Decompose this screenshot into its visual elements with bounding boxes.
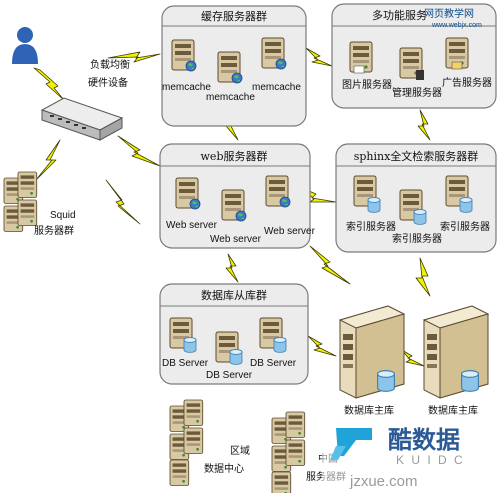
db-master-server-1: [339, 305, 405, 399]
db-master-label-1: 数据库主库: [344, 404, 394, 417]
db-slave-node-3: DB Server: [250, 358, 297, 369]
load-balancer-label-1: 负载均衡: [90, 58, 130, 71]
svg-text:www.webjx.com: www.webjx.com: [431, 22, 482, 29]
multi-function-server-group: 多功能服务 图片服务器 管理服务器 广告服务器: [331, 3, 497, 109]
squid-label-2: 服务器群: [34, 224, 74, 237]
brand-logo-icon: [330, 428, 372, 460]
user-icon: [12, 27, 38, 64]
region-label-1: 区域: [230, 444, 250, 457]
link-lb-web: [117, 135, 161, 167]
link-lb-squid: [35, 139, 61, 181]
web-node-3: Web server: [264, 226, 316, 237]
link-web-dbslave: [225, 253, 239, 283]
sphinx-node-3: 索引服务器: [440, 220, 490, 233]
db-master-server-2: [423, 305, 489, 399]
multi-group-title: 多功能服务: [372, 8, 427, 22]
cache-node-3: memcache: [252, 82, 301, 93]
cache-group-title: 缓存服务器群: [201, 9, 267, 23]
sphinx-node-2: 索引服务器: [392, 232, 442, 245]
link-master-master: [401, 349, 425, 367]
squid-server-cluster: [3, 171, 38, 232]
svg-text:jzxue.com: jzxue.com: [349, 473, 418, 490]
sphinx-node-1: 索引服务器: [346, 220, 396, 233]
watermark-top-logo: 网页教学网 www.webjx.com: [424, 7, 482, 29]
cache-node-2: memcache: [206, 92, 255, 103]
multi-node-3: 广告服务器: [442, 76, 492, 89]
web-node-2: Web server: [210, 234, 262, 245]
sphinx-search-server-group: sphinx全文检索服务器群 索引服务器 索引服务器 索引服务器: [335, 143, 497, 253]
db-master-label-2: 数据库主库: [428, 404, 478, 417]
db-slave-node-1: DB Server: [162, 358, 209, 369]
db-slave-node-2: DB Server: [206, 370, 253, 381]
cache-server-group: 缓存服务器群 memcache memcache memcache: [161, 5, 307, 127]
link-lb-cache: [107, 51, 161, 63]
connection-links: [33, 47, 431, 367]
central-server-cluster: [271, 411, 306, 493]
region-data-center-cluster: [169, 399, 204, 486]
web-group-title: web服务器群: [201, 149, 268, 163]
squid-label-1: Squid: [50, 210, 76, 221]
link-multi-sphinx: [417, 109, 431, 141]
watermark-bottom-logo: 酷数据 K U I D C jzxue.com: [322, 414, 500, 493]
web-node-1: Web server: [166, 220, 218, 231]
load-balancer-label-2: 硬件设备: [88, 76, 128, 89]
link-user-lb: [33, 67, 65, 101]
link-cache-multi: [305, 47, 333, 67]
load-balancer-device: [40, 97, 124, 141]
link-sphinx-dbmaster: [415, 257, 431, 297]
web-server-group: web服务器群 Web server Web server Web server: [159, 143, 316, 249]
svg-text:网页教学网: 网页教学网: [424, 7, 474, 20]
link-web-dbmaster: [309, 245, 351, 285]
db-slave-group-title: 数据库从库群: [201, 288, 267, 302]
multi-node-1: 图片服务器: [342, 78, 392, 91]
svg-text:酷数据: 酷数据: [388, 426, 460, 454]
multi-node-2: 管理服务器: [392, 86, 442, 99]
link-dbslave-dbmaster: [307, 335, 337, 357]
cache-node-1: memcache: [162, 82, 211, 93]
region-label-2: 数据中心: [204, 462, 244, 475]
svg-text:K U I D C: K U I D C: [396, 453, 465, 467]
sphinx-group-title: sphinx全文检索服务器群: [354, 149, 479, 163]
db-slave-server-group: 数据库从库群 DB Server DB Server DB Server: [159, 283, 309, 385]
link-lb-db: [105, 179, 141, 225]
